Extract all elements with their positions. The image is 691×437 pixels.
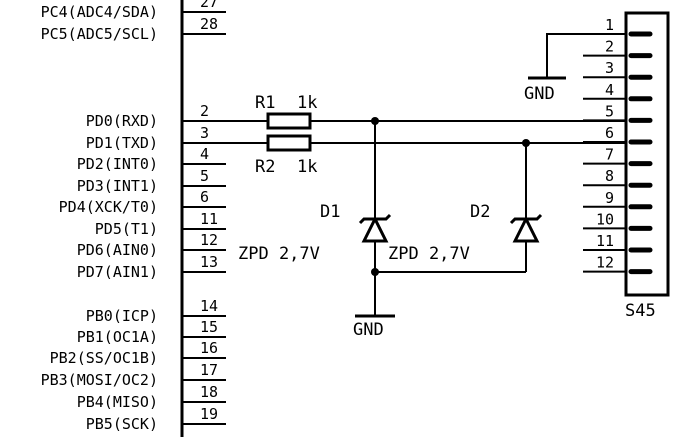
mcu-pin-number: 18 — [200, 383, 218, 401]
mcu-pin-number: 2 — [200, 102, 209, 120]
d2-name: D2 — [470, 202, 490, 222]
d1-body — [361, 215, 389, 243]
r1-body — [266, 112, 312, 130]
mcu-pin-label: PB0(ICP) — [86, 307, 158, 325]
connector-s45-name: S45 — [625, 301, 656, 321]
connector-pin-number: 6 — [605, 124, 614, 142]
r2-name: R2 — [255, 157, 275, 177]
r1-name: R1 — [255, 93, 275, 113]
mcu-pin-label: PC4(ADC4/SDA) — [41, 3, 158, 21]
gnd-top-label: GND — [524, 84, 555, 104]
mcu-pin-label: PD3(INT1) — [77, 177, 158, 195]
d2-body — [512, 215, 540, 243]
mcu-pin-number: 16 — [200, 339, 218, 357]
connector-pin-number: 12 — [596, 254, 614, 272]
mcu-pin-label: PB3(MOSI/OC2) — [41, 371, 158, 389]
d1-name: D1 — [320, 202, 340, 222]
connector-pin-number: 11 — [596, 232, 614, 250]
connector-s45-body — [624, 11, 670, 297]
mcu-pin-label: PB5(SCK) — [86, 415, 158, 433]
d1-value: ZPD 2,7V — [238, 244, 320, 264]
mcu-pin-number: 6 — [200, 188, 209, 206]
mcu-pin-number: 17 — [200, 361, 218, 379]
connector-pin-number: 7 — [605, 146, 614, 164]
mcu-pin-number: 27 — [200, 0, 218, 11]
mcu-pin-label: PD0(RXD) — [86, 112, 158, 130]
connector-pin-number: 2 — [605, 38, 614, 56]
mcu-pin-label: PD7(AIN1) — [77, 263, 158, 281]
r1-value: 1k — [297, 93, 317, 113]
mcu-pin-label: PD4(XCK/T0) — [59, 198, 158, 216]
mcu-pin-number: 13 — [200, 253, 218, 271]
connector-pin-number: 10 — [596, 210, 614, 228]
mcu-pin-label: PD5(T1) — [95, 220, 158, 238]
connector-pin-number: 4 — [605, 81, 614, 99]
mcu-pin-number: 4 — [200, 145, 209, 163]
connector-pin-number: 8 — [605, 167, 614, 185]
mcu-pin-number: 28 — [200, 15, 218, 33]
mcu-pin-number: 15 — [200, 318, 218, 336]
d2-value: ZPD 2,7V — [388, 244, 470, 264]
mcu-pin-label: PB1(OC1A) — [77, 328, 158, 346]
mcu-pin-number: 19 — [200, 405, 218, 423]
mcu-pin-label: PD6(AIN0) — [77, 241, 158, 259]
mcu-pin-number: 11 — [200, 210, 218, 228]
connector-pin-number: 9 — [605, 189, 614, 207]
mcu-pin-number: 12 — [200, 231, 218, 249]
mcu-pin-label: PD1(TXD) — [86, 134, 158, 152]
mcu-pin-label: PD2(INT0) — [77, 155, 158, 173]
connector-pin-number: 5 — [605, 102, 614, 120]
mcu-pin-label: PB4(MISO) — [77, 393, 158, 411]
r2-body — [266, 134, 312, 152]
mcu-pin-number: 5 — [200, 167, 209, 185]
mcu-pin-label: PB2(SS/OC1B) — [50, 349, 158, 367]
connector-pin-number: 1 — [605, 16, 614, 34]
mcu-pin-number: 3 — [200, 124, 209, 142]
d2-zener-bar — [509, 213, 543, 225]
gnd-bottom-label: GND — [353, 320, 384, 340]
d1-zener-bar — [358, 213, 392, 225]
mcu-pin-label: PC5(ADC5/SCL) — [41, 25, 158, 43]
r2-value: 1k — [297, 157, 317, 177]
mcu-pin-number: 14 — [200, 297, 218, 315]
connector-pin-number: 3 — [605, 59, 614, 77]
